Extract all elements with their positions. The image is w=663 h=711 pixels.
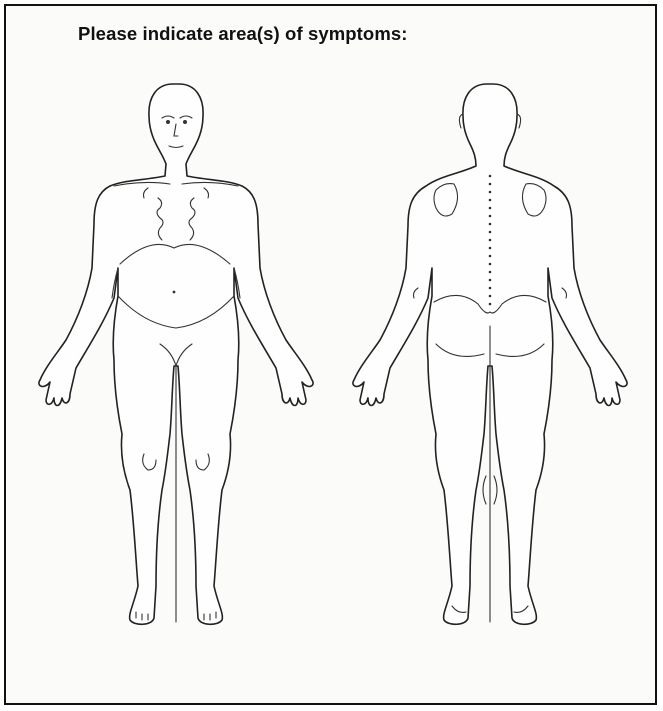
body-back-outline-icon[interactable] — [353, 84, 627, 624]
symptom-form-frame: Please indicate area(s) of symptoms: — [4, 4, 657, 705]
body-diagram[interactable] — [6, 6, 657, 705]
body-front-outline-icon[interactable] — [39, 84, 313, 624]
